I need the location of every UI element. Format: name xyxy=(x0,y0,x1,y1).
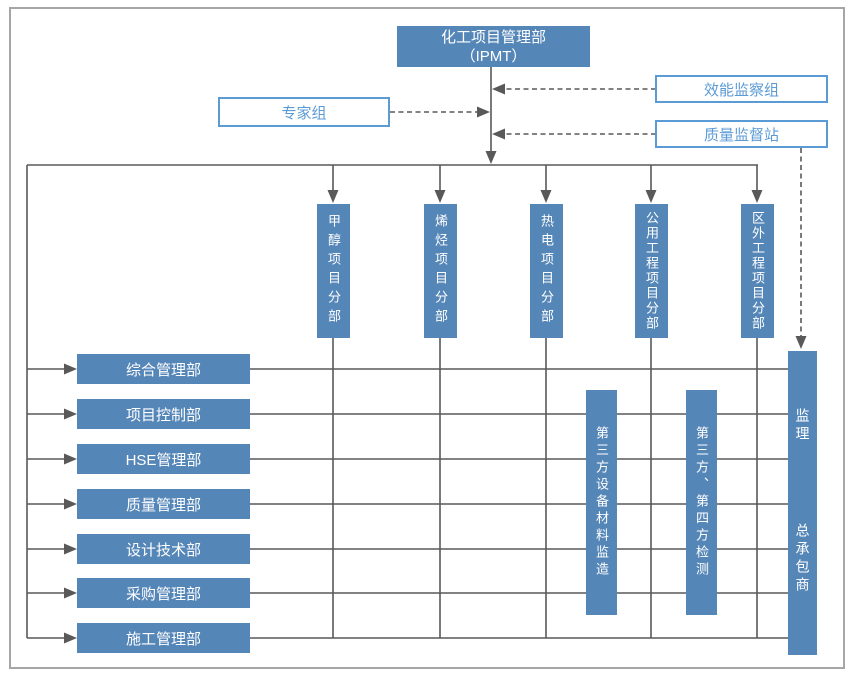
ipmt-box: 化工项目管理部 （IPMT） xyxy=(397,26,590,67)
division-label: 烯烃项目分部 xyxy=(433,214,448,328)
dept-label: 项目控制部 xyxy=(125,406,201,424)
supervisor-label: 监理 xyxy=(794,408,811,444)
efficiency-group-box: 效能监察组 xyxy=(655,75,828,103)
dept-quality-box: 质量管理部 xyxy=(77,489,250,519)
third-fourth-party-inspection-box: 第三方、第四方检测 xyxy=(686,390,717,615)
efficiency-group-label: 效能监察组 xyxy=(703,81,779,99)
division-label: 区外工程项目分部 xyxy=(750,211,765,331)
dept-project-control-box: 项目控制部 xyxy=(77,399,250,429)
dept-label: 质量管理部 xyxy=(125,496,201,514)
third-party-supervision-box: 第三方设备材料监造 xyxy=(586,390,617,615)
dept-label: 采购管理部 xyxy=(125,585,201,603)
general-contractor-label: 总承包商 xyxy=(794,523,811,595)
dept-label: 施工管理部 xyxy=(125,630,201,648)
dept-procurement-box: 采购管理部 xyxy=(77,578,250,608)
division-label: 热电项目分部 xyxy=(539,214,554,328)
dept-label: HSE管理部 xyxy=(125,451,202,469)
supervisor-contractor-box: 监理 总承包商 xyxy=(788,351,817,655)
division-utilities-box: 公用工程项目分部 xyxy=(635,204,668,338)
dept-construction-box: 施工管理部 xyxy=(77,623,250,653)
third-party-label: 第三方、第四方检测 xyxy=(694,426,709,579)
division-offsite-box: 区外工程项目分部 xyxy=(741,204,774,338)
expert-group-label: 专家组 xyxy=(281,104,327,122)
expert-group-box: 专家组 xyxy=(218,97,390,127)
dept-design-tech-box: 设计技术部 xyxy=(77,534,250,564)
dept-label: 综合管理部 xyxy=(125,361,201,379)
dept-hse-box: HSE管理部 xyxy=(77,444,250,474)
dept-general-admin-box: 综合管理部 xyxy=(77,354,250,384)
chart-frame xyxy=(9,7,845,669)
division-label: 公用工程项目分部 xyxy=(644,211,659,331)
ipmt-title-line1: 化工项目管理部 xyxy=(440,28,546,46)
dept-label: 设计技术部 xyxy=(125,541,201,559)
third-party-label: 第三方设备材料监造 xyxy=(594,426,609,579)
division-methanol-box: 甲醇项目分部 xyxy=(317,204,350,338)
division-olefin-box: 烯烃项目分部 xyxy=(424,204,457,338)
division-thermal-box: 热电项目分部 xyxy=(530,204,563,338)
quality-station-label: 质量监督站 xyxy=(703,126,779,144)
ipmt-title-line2: （IPMT） xyxy=(460,47,527,65)
quality-station-box: 质量监督站 xyxy=(655,120,828,148)
division-label: 甲醇项目分部 xyxy=(326,214,341,328)
